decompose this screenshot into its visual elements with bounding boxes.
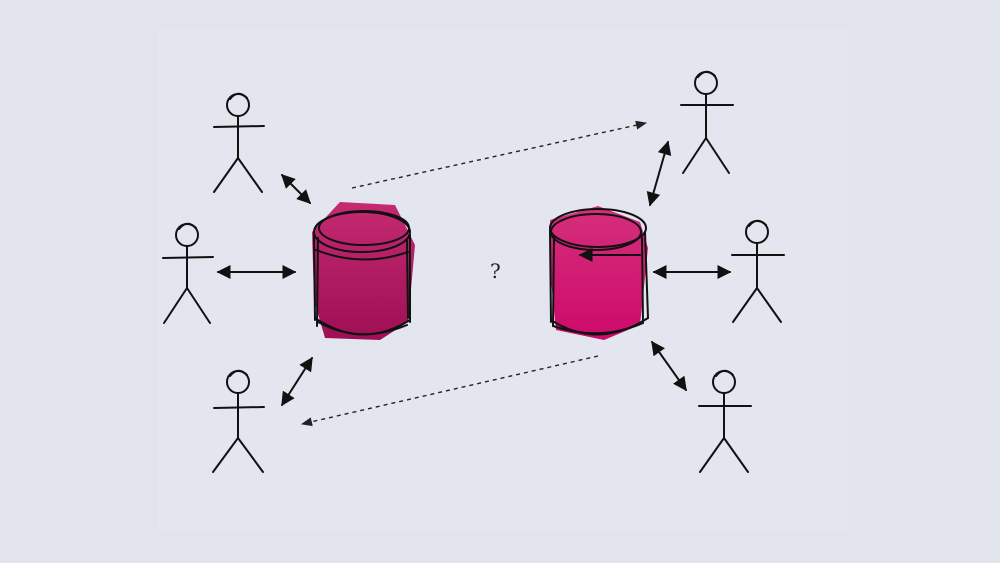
left-arrow-top-user [281, 174, 311, 204]
user-right-bottom-icon [698, 369, 752, 473]
diagram-panel [158, 30, 848, 530]
right-database-icon [549, 206, 649, 340]
user-left-top-icon [213, 92, 265, 193]
sync-arrow-right-to-left [300, 355, 599, 427]
right-arrow-top-user [646, 140, 672, 207]
user-left-middle-icon [162, 222, 214, 324]
user-right-top-icon [680, 70, 734, 174]
sync-arrow-left-to-right [351, 120, 648, 189]
left-database-icon [312, 202, 415, 340]
right-arrow-bottom-user [651, 340, 687, 392]
center-question-mark: ? [490, 259, 501, 283]
left-arrow-bottom-user [281, 356, 313, 407]
user-left-bottom-icon [212, 369, 265, 473]
user-right-middle-icon [731, 219, 785, 323]
